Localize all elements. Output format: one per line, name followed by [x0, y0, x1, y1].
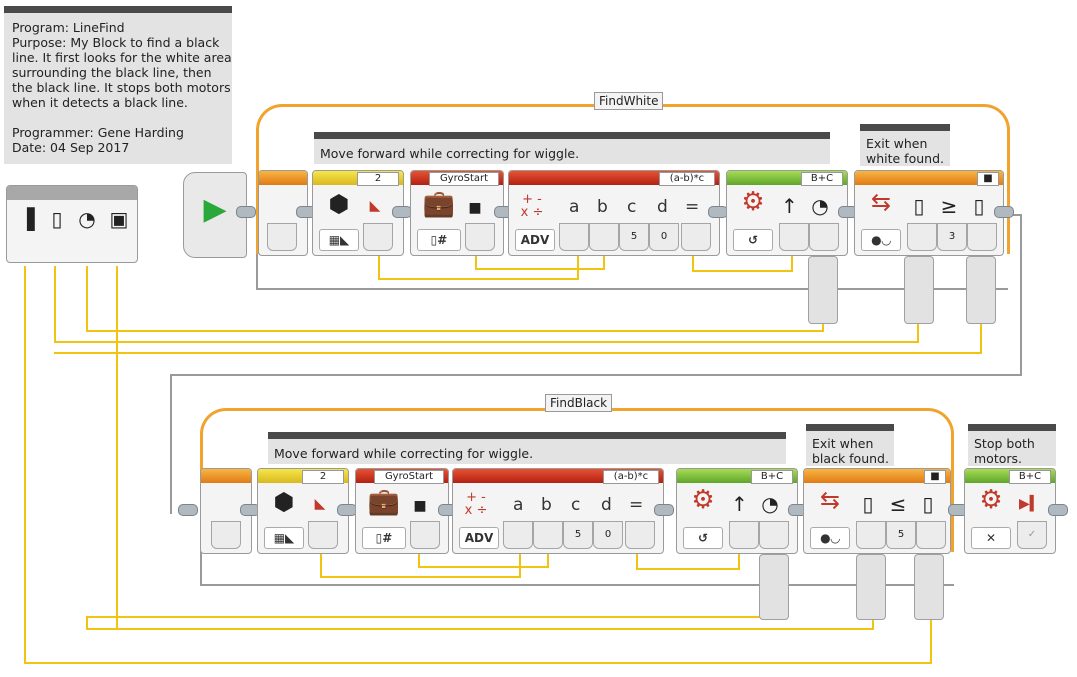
parameter-icon-3: ◔ [78, 207, 96, 231]
close-icon[interactable]: ✕ [971, 527, 1011, 549]
math-input-b[interactable] [589, 223, 619, 251]
program-comment-line: Program: LineFind [12, 20, 125, 35]
steering-arrow-icon: ↑ [731, 492, 748, 516]
steering-wheel-icon: ⚙ [741, 187, 765, 217]
program-comment-line: Purpose: My Block to find a black [12, 35, 220, 50]
power-gauge-icon: ◔ [811, 194, 829, 218]
briefcase-variable-icon: 💼 [422, 189, 456, 219]
stop-comment: Stop both motors. [968, 424, 1056, 466]
angle-icon: ◣ [314, 496, 326, 512]
math-icon: + -x ÷ [520, 192, 544, 220]
myblock-parameters[interactable]: ▐ ▯ ◔ ▣ [6, 185, 138, 263]
loop1-name[interactable]: FindWhite [594, 92, 664, 110]
small-briefcase-icon: ■ [413, 498, 427, 514]
variable-block-1[interactable]: GyroStart 💼 ■ ▯# [410, 170, 504, 256]
gyro-sensor-icon: ⬢ [328, 190, 350, 218]
data-tube [914, 554, 944, 620]
data-tube [856, 554, 886, 620]
exit-mode-button[interactable]: ●◡ [861, 229, 901, 251]
gyro-mode-button[interactable]: ▦◣ [264, 527, 304, 549]
loop-exit-icon: ⇆ [870, 188, 892, 216]
loop1-start[interactable] [258, 170, 308, 256]
program-comment-line: surrounding the black line, then [12, 65, 212, 80]
loop1-exit-block[interactable]: ■ ⇆ ▯ ≥ ▯ ●◡ 3 [854, 170, 1004, 256]
compare-value-2[interactable]: 5 [886, 521, 916, 549]
small-briefcase-icon: ■ [468, 200, 482, 216]
program-comment-line: line. It first looks for the white area [12, 50, 232, 65]
data-tube [808, 256, 838, 324]
stop-motors-block[interactable]: B+C ⚙ ▶▍ ✕ ✓ [964, 468, 1056, 554]
math-icon: + -x ÷ [464, 490, 488, 518]
steering-mode-button[interactable]: ↺ [683, 527, 723, 549]
program-comment-line: when it detects a black line. [12, 95, 188, 110]
program-comment-line: Date: 04 Sep 2017 [12, 140, 130, 155]
math-input-a[interactable] [503, 521, 533, 549]
compare-op-1: ≥ [940, 194, 958, 218]
compare-op-2: ≤ [889, 492, 907, 516]
math-input-d[interactable]: 0 [593, 521, 623, 549]
gyro-sensor-icon: ⬢ [273, 488, 295, 516]
threshold-icon: ▯ [973, 194, 985, 218]
light-sensor-icon: ▯ [913, 194, 925, 218]
angle-icon: ◣ [369, 198, 381, 214]
math-output[interactable] [681, 223, 711, 251]
loop2-name[interactable]: FindBlack [545, 394, 613, 412]
steering-wheel-icon: ⚙ [691, 485, 715, 515]
start-triangle-icon[interactable]: ▶ [203, 192, 227, 227]
math-output[interactable] [625, 521, 655, 549]
loop1-comment: Move forward while correcting for wiggle… [314, 132, 830, 164]
loop1-exit-comment: Exit when white found. [860, 124, 950, 166]
loop2-comment: Move forward while correcting for wiggle… [268, 432, 786, 464]
program-comment-line [12, 110, 232, 125]
math-input-c[interactable]: 5 [563, 521, 593, 549]
move-steering-block-1[interactable]: B+C ⚙ ↑ ◔ ↺ [726, 170, 848, 256]
loop-exit-icon: ⇆ [819, 486, 841, 514]
math-input-b[interactable] [533, 521, 563, 549]
variable-block-2[interactable]: GyroStart 💼 ■ ▯# [355, 468, 449, 554]
math-block-1[interactable]: (a-b)*c + -x ÷ a b c d = ADV 5 0 [508, 170, 720, 256]
compare-value-1[interactable]: 3 [937, 223, 967, 251]
loop2-exit-comment: Exit when black found. [806, 424, 894, 466]
exit-mode-button[interactable]: ●◡ [810, 527, 850, 549]
light-sensor-icon: ▯ [862, 492, 874, 516]
program-comment-line: Programmer: Gene Harding [12, 125, 184, 140]
math-input-c[interactable]: 5 [619, 223, 649, 251]
math-mode-button[interactable]: ADV [459, 527, 499, 549]
variable-mode-button[interactable]: ▯# [362, 527, 406, 549]
comment-header-bar [4, 6, 232, 13]
steering-wheel-icon: ⚙ [979, 485, 1003, 515]
stop-icon: ▶▍ [1019, 496, 1041, 512]
math-input-d[interactable]: 0 [649, 223, 679, 251]
parameter-icon-4: ▣ [109, 207, 129, 231]
variable-mode-button[interactable]: ▯# [417, 229, 461, 251]
gyro-sensor-block-2[interactable]: 2 ⬢ ◣ ▦◣ [257, 468, 349, 554]
data-tube [904, 256, 934, 324]
power-gauge-icon: ◔ [761, 492, 779, 516]
math-mode-button[interactable]: ADV [515, 229, 555, 251]
math-input-a[interactable] [559, 223, 589, 251]
move-steering-block-2[interactable]: B+C ⚙ ↑ ◔ ↺ [676, 468, 798, 554]
briefcase-variable-icon: 💼 [367, 487, 401, 517]
parameter-icon-1: ▐ [19, 207, 35, 231]
gyro-sensor-block-1[interactable]: 2 ⬢ ◣ ▦◣ [312, 170, 404, 256]
check-icon[interactable]: ✓ [1017, 521, 1047, 549]
steering-mode-button[interactable]: ↺ [733, 229, 773, 251]
loop2-exit-block[interactable]: ■ ⇆ ▯ ≤ ▯ ●◡ 5 [803, 468, 951, 554]
data-tube [759, 554, 789, 620]
program-comment-line: the black line. It stops both motors [12, 80, 231, 95]
data-tube [966, 256, 996, 324]
steering-arrow-icon: ↑ [781, 194, 798, 218]
parameter-icon-2: ▯ [51, 207, 63, 231]
threshold-icon: ▯ [922, 492, 934, 516]
math-block-2[interactable]: (a-b)*c + -x ÷ a b c d = ADV 5 0 [452, 468, 664, 554]
gyro-mode-button[interactable]: ▦◣ [319, 229, 359, 251]
